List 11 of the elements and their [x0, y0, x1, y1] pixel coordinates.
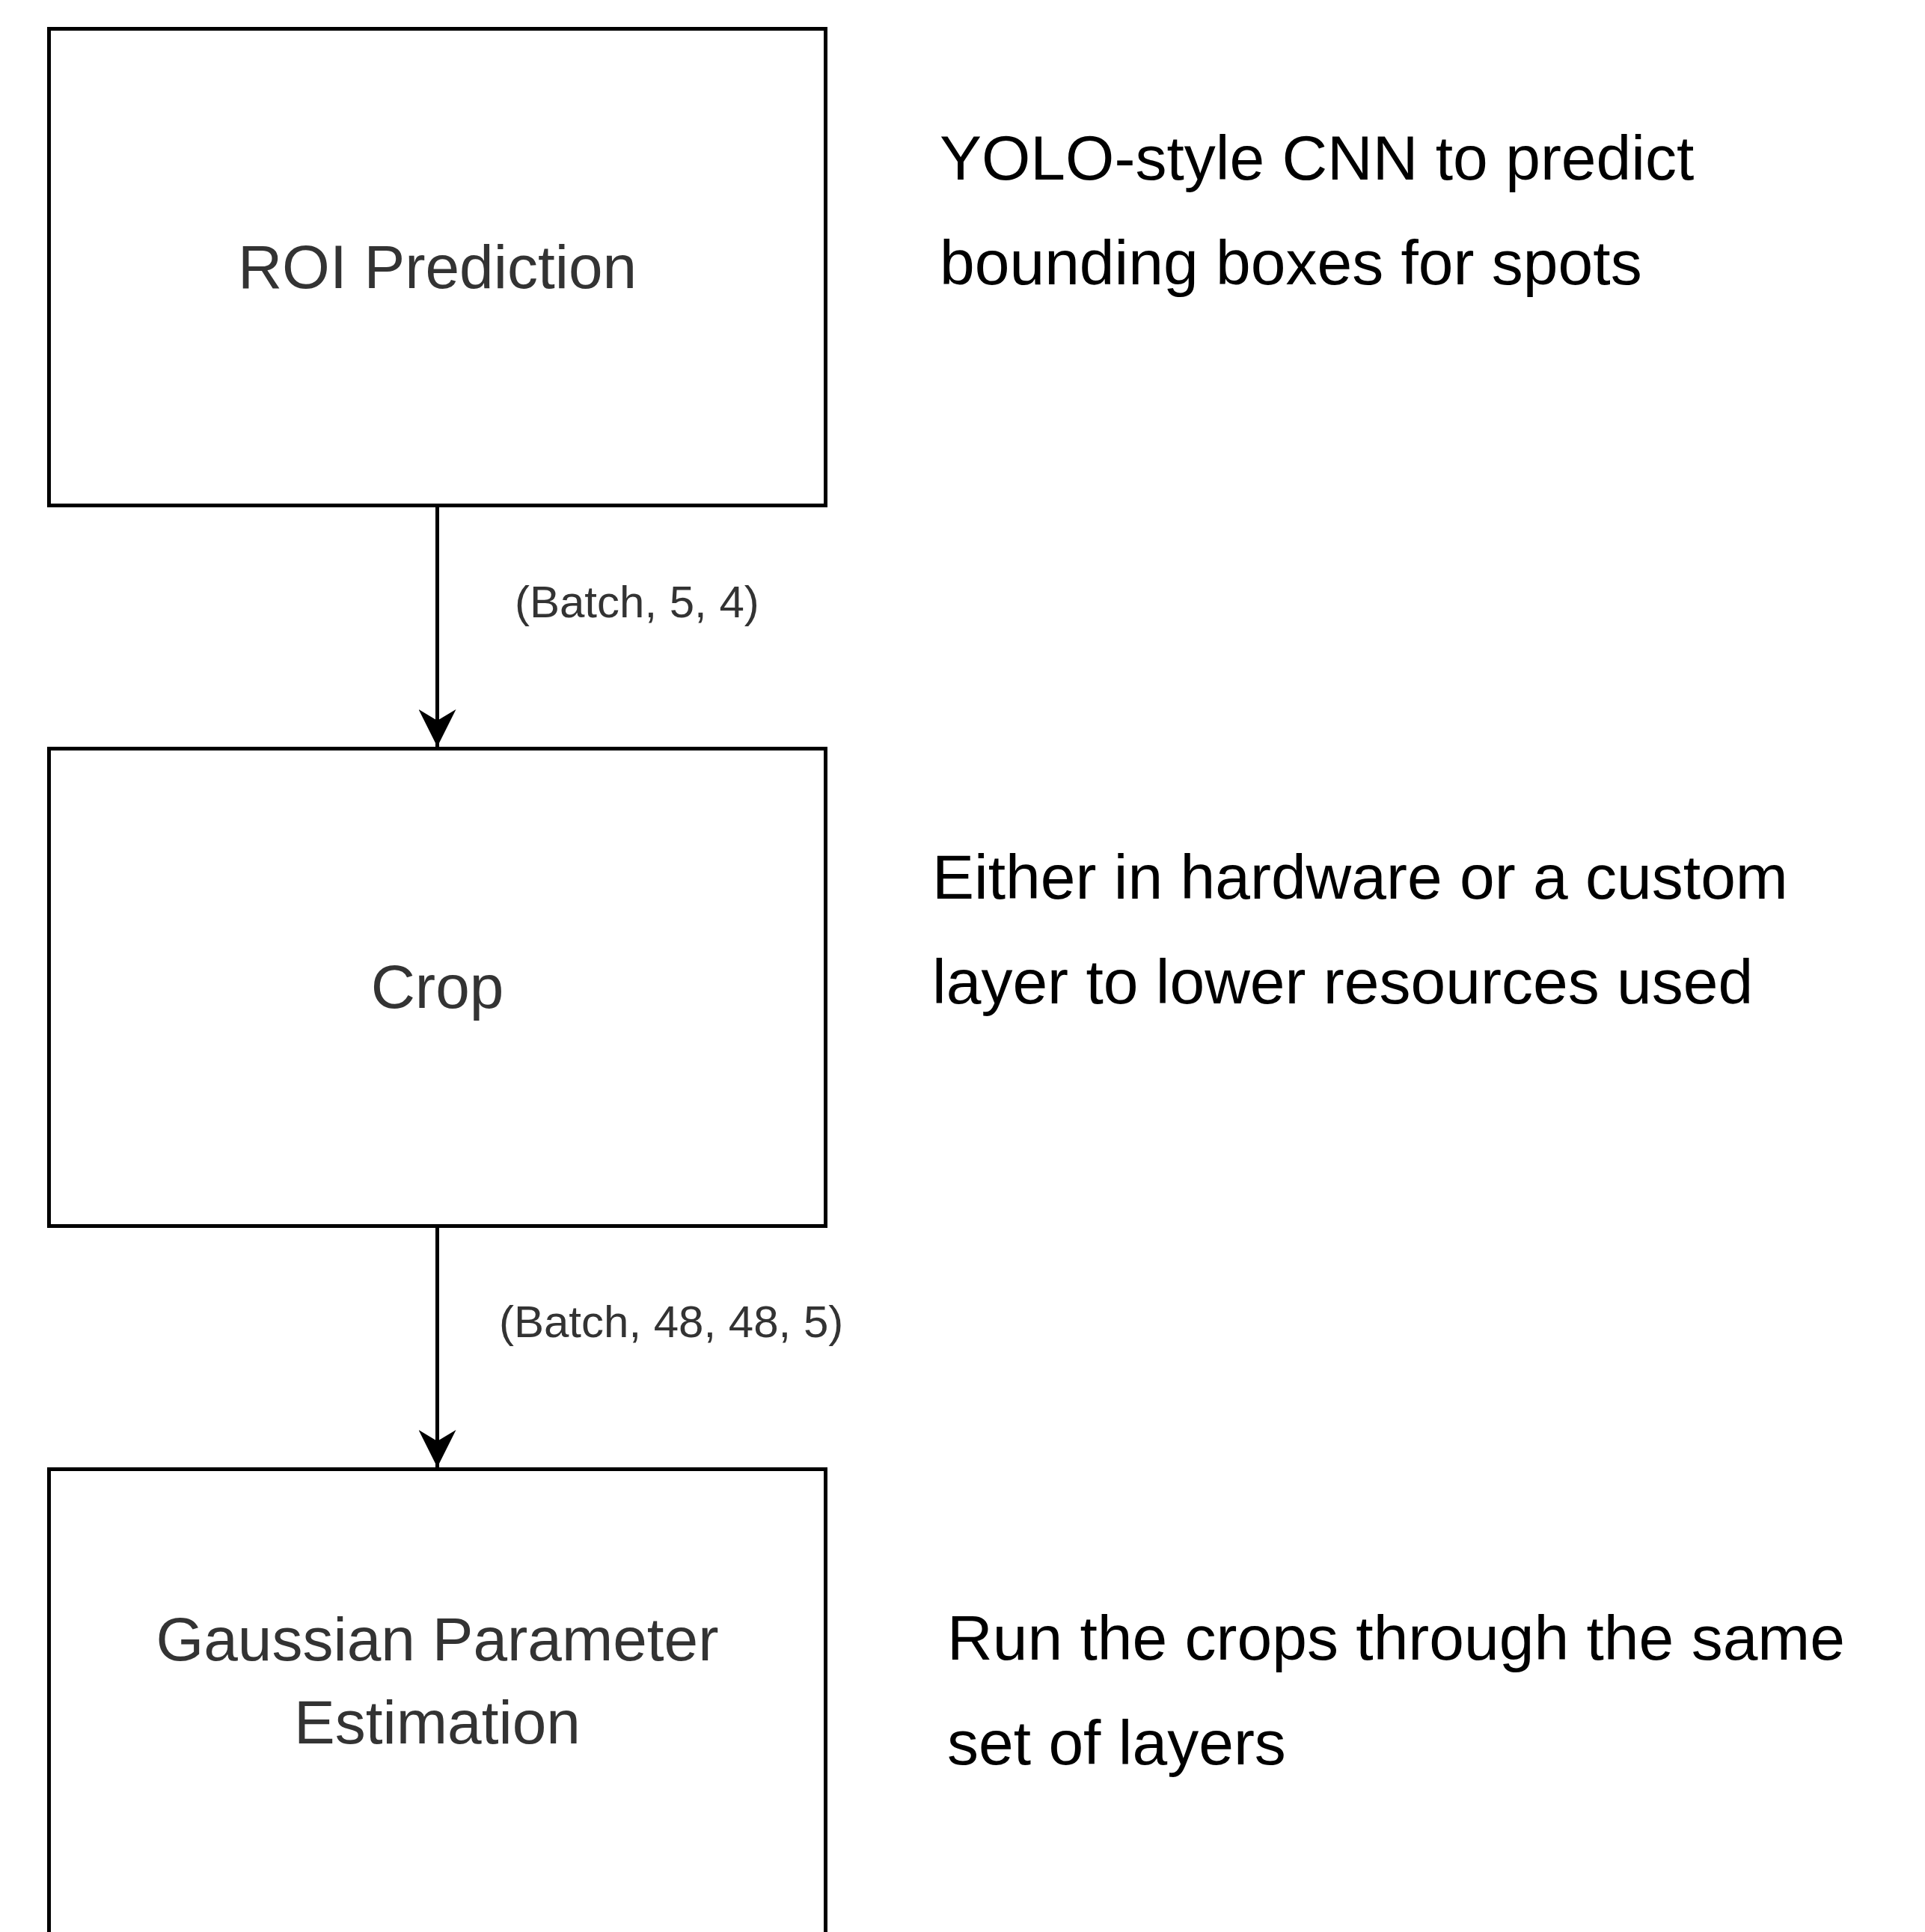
arrow [418, 1228, 456, 1467]
process-box [47, 27, 827, 507]
annotation-text: YOLO-style CNN to predict bounding boxes for spots [940, 122, 1695, 299]
annotation-text: Either in hardware or a custom layer to lower resources used [932, 841, 1789, 1018]
annotation-text: Run the crops through the same set of layers [947, 1602, 1846, 1779]
box-label: Gaussian Parameter Estimation [155, 1604, 720, 1758]
process-box [47, 1467, 827, 1932]
box-label: Crop [370, 952, 505, 1023]
box-label: ROI Prediction [236, 231, 638, 302]
process-box [47, 747, 827, 1228]
arrow [418, 507, 456, 747]
